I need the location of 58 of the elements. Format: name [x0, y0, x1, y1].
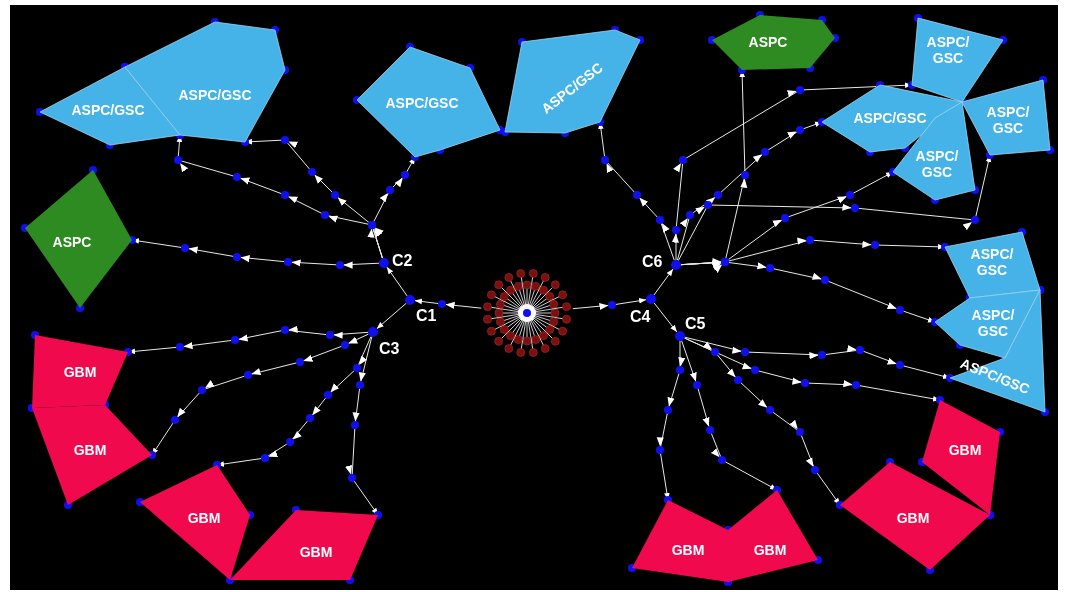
cell-type-label: GBM	[73, 442, 107, 458]
branch-point-dot	[379, 258, 389, 268]
branch-point-dot	[368, 327, 378, 337]
cell-cluster-polygon	[505, 30, 640, 133]
arrow	[653, 302, 678, 333]
cell-type-label: ASPC/ GSC	[985, 104, 1031, 136]
cell-cluster-polygon	[40, 67, 180, 145]
branch-point-dot	[646, 294, 656, 304]
branch-label: C5	[685, 315, 706, 333]
cell-cluster-polygon	[962, 80, 1050, 155]
cell-type-label: GBM	[671, 542, 705, 558]
cell-type-label: ASPC/GSC	[853, 110, 927, 126]
arrow	[151, 333, 369, 456]
branch-point-dot	[405, 295, 415, 305]
cell-type-label: ASPC/ GSC	[969, 246, 1015, 278]
cell-cluster-polygon	[230, 510, 378, 580]
cell-cluster-polygon	[140, 465, 250, 580]
arrow	[414, 298, 482, 309]
branch-label: C3	[379, 340, 400, 358]
branch-label: C4	[630, 308, 651, 326]
cell-type-label: GBM	[753, 542, 787, 558]
arrow	[345, 336, 379, 516]
cell-cluster-polygon	[32, 405, 152, 505]
cell-type-label: ASPC/ GSC	[970, 307, 1016, 339]
branch-label: C2	[392, 252, 413, 270]
arrow	[653, 268, 674, 296]
cell-cluster-polygon	[728, 490, 818, 582]
cell-type-label: ASPC/ GSC	[914, 148, 960, 180]
cell-cluster-drawing	[481, 267, 573, 359]
cell-type-label: ASPC	[52, 234, 92, 250]
cell-cluster-polygon	[32, 335, 128, 408]
arrow	[376, 302, 407, 330]
cell-type-label: GBM	[63, 364, 97, 380]
cell-cluster-polygon	[945, 232, 1040, 298]
cell-cluster-polygon	[840, 462, 990, 570]
cell-type-label: ASPC/ GSC	[925, 34, 971, 66]
cell-type-label: GBM	[896, 510, 930, 526]
arrow	[572, 298, 647, 310]
cell-cluster-polygon	[922, 400, 1000, 515]
branch-point-dot	[671, 260, 681, 270]
cell-cluster-polygon	[357, 47, 500, 157]
cell-cluster-polygon	[25, 170, 132, 308]
arrow	[684, 337, 841, 506]
cell-type-label: ASPC/GSC	[178, 87, 252, 103]
arrow	[386, 266, 408, 297]
cell-type-label: ASPC	[748, 34, 788, 50]
cell-type-label: GBM	[948, 442, 982, 458]
cell-cluster-polygon	[950, 290, 1045, 412]
cell-cluster-polygon	[712, 15, 835, 70]
branch-label: C1	[416, 307, 437, 325]
cell-type-label: GBM	[187, 510, 221, 526]
cell-type-label: ASPC/GSC	[71, 102, 145, 118]
cell-cluster-polygon	[912, 18, 1003, 102]
branch-point-dot	[675, 331, 685, 341]
cell-type-label: ASPC/GSC	[385, 95, 459, 111]
branch-label: C6	[642, 253, 663, 271]
cell-cluster-polygon	[632, 500, 728, 582]
cell-type-label: GBM	[299, 544, 333, 560]
